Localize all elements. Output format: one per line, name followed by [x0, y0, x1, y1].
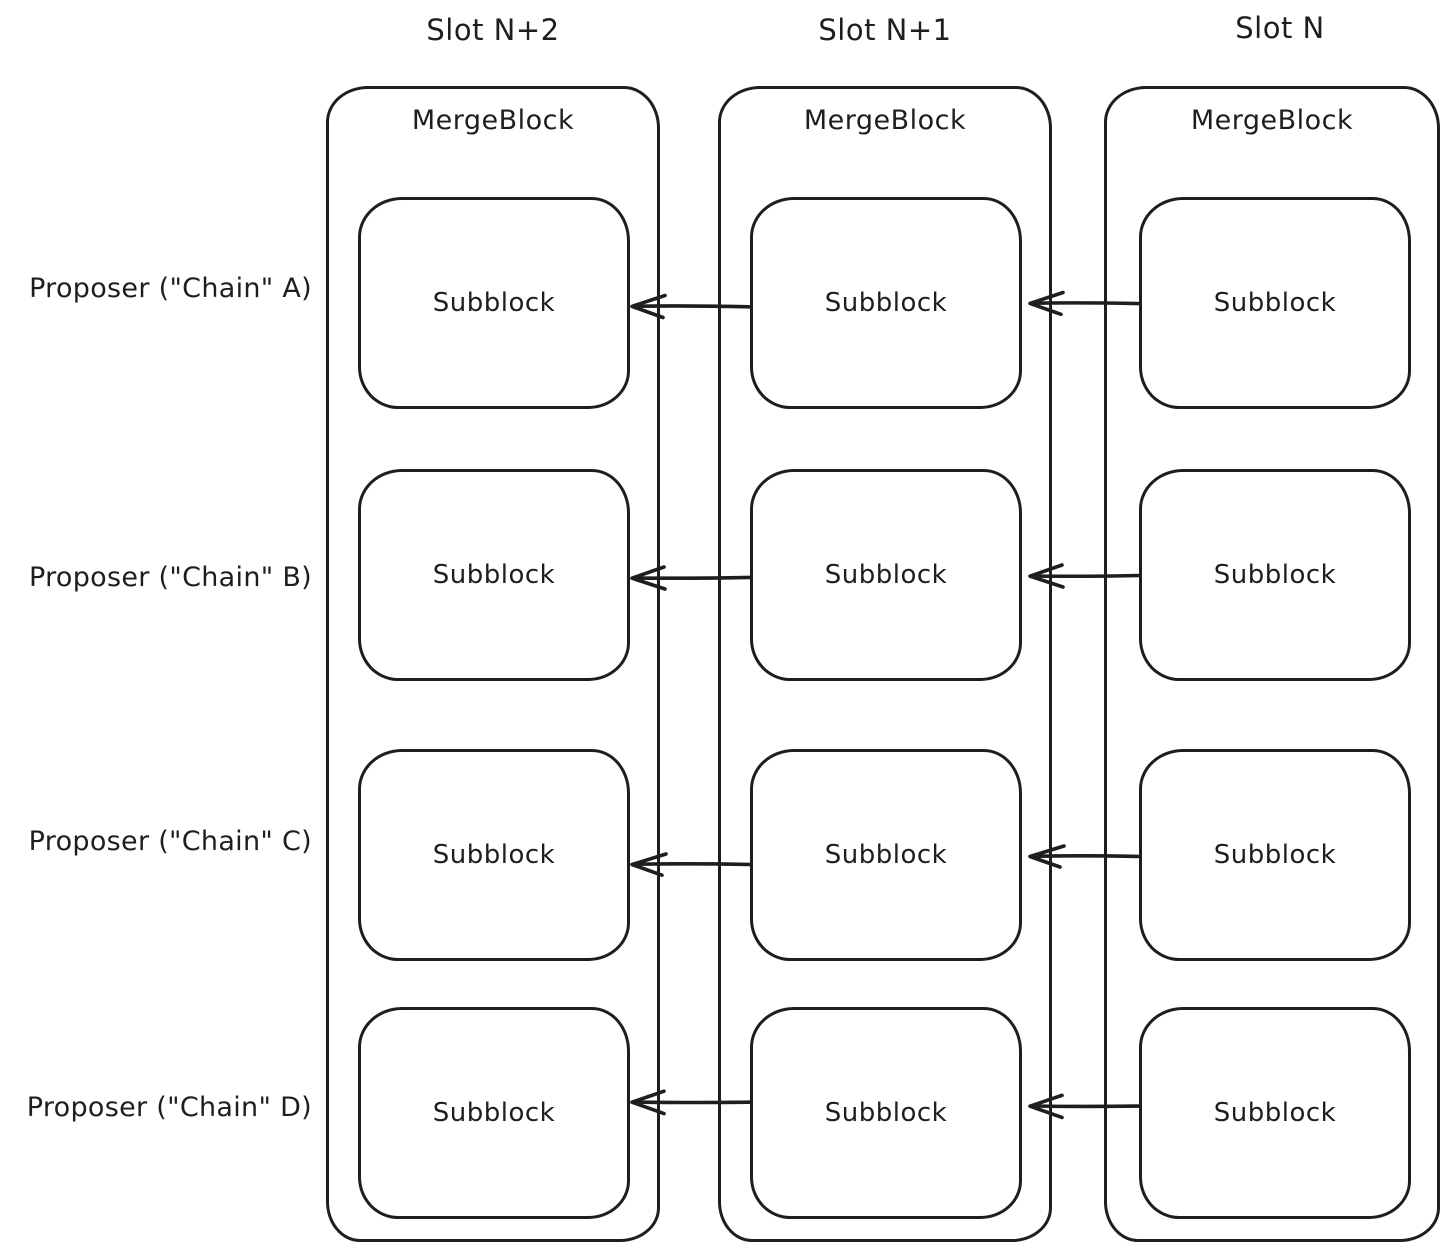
subblock-label: Subblock: [1213, 560, 1337, 590]
subblock-n-chain-b: Subblock: [1139, 469, 1411, 681]
mergeblock-label: MergeBlock: [411, 105, 575, 136]
subblock-n-plus-2-chain-c: Subblock: [358, 749, 630, 961]
subblock-label: Subblock: [432, 560, 556, 590]
mergeblock-slot-n-plus-1: MergeBlock Subblock Subblock Subblock Su…: [718, 86, 1052, 1242]
arrow-row-c-n1-to-n2-icon: [630, 852, 752, 877]
slot-header-n: Slot N: [1235, 11, 1325, 45]
subblock-n-plus-1-chain-d: Subblock: [750, 1007, 1022, 1219]
arrow-row-a-n1-to-n2-icon: [630, 293, 752, 320]
subblock-n-chain-d: Subblock: [1139, 1007, 1411, 1219]
proposer-label-chain-b: Proposer ("Chain" B): [29, 562, 312, 593]
slot-header-n-plus-2: Slot N+2: [426, 13, 560, 47]
arrow-row-d-n-to-n1-icon: [1028, 1093, 1140, 1120]
subblock-label: Subblock: [1213, 840, 1337, 870]
subblock-n-plus-2-chain-d: Subblock: [358, 1007, 630, 1219]
subblock-n-chain-c: Subblock: [1139, 749, 1411, 961]
arrow-row-a-n-to-n1-icon: [1028, 290, 1140, 317]
subblock-n-plus-2-chain-a: Subblock: [358, 197, 630, 409]
subblock-label: Subblock: [1213, 1098, 1337, 1128]
subblock-label: Subblock: [432, 1098, 556, 1128]
slot-header-n-plus-1: Slot N+1: [818, 13, 952, 47]
mergeblock-slot-n-plus-2: MergeBlock Subblock Subblock Subblock Su…: [326, 86, 660, 1242]
mergeblock-slot-n: MergeBlock Subblock Subblock Subblock Su…: [1104, 86, 1440, 1242]
arrow-row-b-n-to-n1-icon: [1028, 563, 1140, 589]
arrow-row-b-n1-to-n2-icon: [630, 565, 752, 591]
proposer-label-chain-d: Proposer ("Chain" D): [26, 1092, 312, 1123]
subblock-n-plus-1-chain-a: Subblock: [750, 197, 1022, 409]
arrow-row-c-n-to-n1-icon: [1028, 844, 1140, 869]
subblock-label: Subblock: [824, 288, 948, 318]
mergeblock-label: MergeBlock: [803, 105, 967, 136]
subblock-n-plus-2-chain-b: Subblock: [358, 469, 630, 681]
subblock-n-plus-1-chain-c: Subblock: [750, 749, 1022, 961]
subblock-label: Subblock: [432, 288, 556, 318]
subblock-label: Subblock: [1213, 288, 1337, 318]
arrow-row-d-n1-to-n2-icon: [630, 1089, 752, 1116]
mergeblock-label: MergeBlock: [1190, 105, 1354, 136]
subblock-label: Subblock: [824, 560, 948, 590]
proposer-label-chain-c: Proposer ("Chain" C): [28, 826, 312, 857]
proposer-label-chain-a: Proposer ("Chain" A): [29, 273, 312, 304]
subblock-n-plus-1-chain-b: Subblock: [750, 469, 1022, 681]
subblock-label: Subblock: [432, 840, 556, 870]
subblock-n-chain-a: Subblock: [1139, 197, 1411, 409]
subblock-label: Subblock: [824, 840, 948, 870]
subblock-label: Subblock: [824, 1098, 948, 1128]
